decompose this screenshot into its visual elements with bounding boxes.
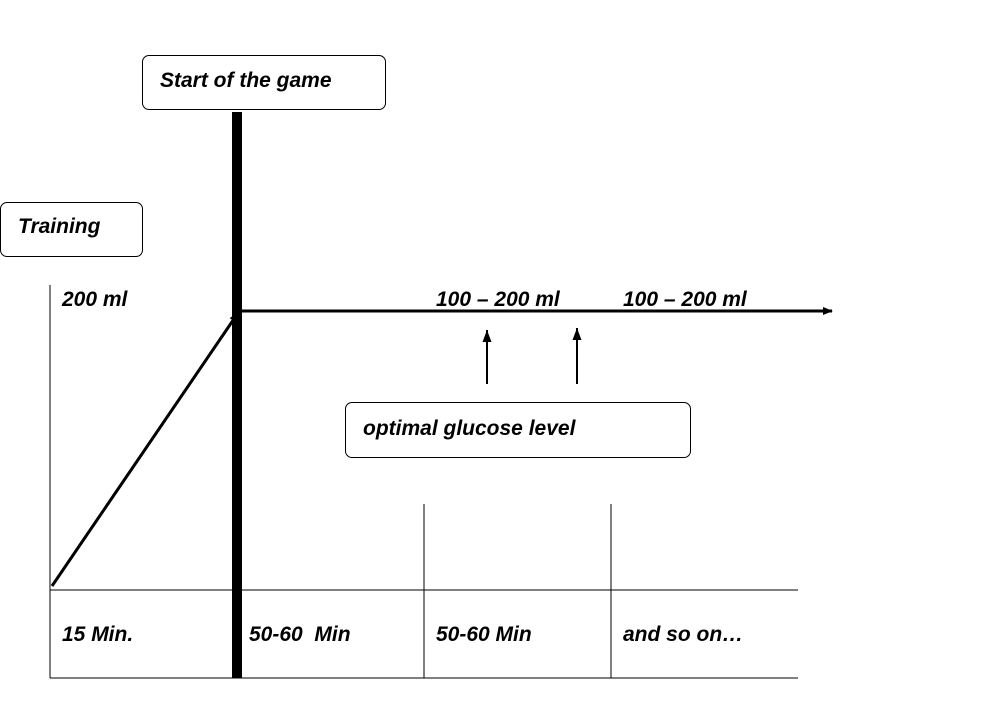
level-range-label-1: 100 – 200 ml: [436, 288, 560, 311]
level-initial-label: 200 ml: [62, 288, 128, 311]
optimal-glucose-label: optimal glucose level: [363, 417, 576, 440]
period-cell-2: 50-60 Min: [249, 623, 351, 646]
training-label: Training: [18, 215, 101, 238]
training-rise-arrow: [50, 312, 240, 587]
period-cell-3: 50-60 Min: [436, 623, 532, 646]
start-of-game-box: [142, 55, 386, 110]
period-cell-4: and so on…: [623, 623, 744, 646]
training-box: [0, 202, 143, 257]
optimal-glucose-box: [345, 402, 691, 458]
start-of-game-label: Start of the game: [160, 69, 332, 92]
period-cell-1: 15 Min.: [62, 623, 134, 646]
level-range-label-2: 100 – 200 ml: [623, 288, 747, 311]
